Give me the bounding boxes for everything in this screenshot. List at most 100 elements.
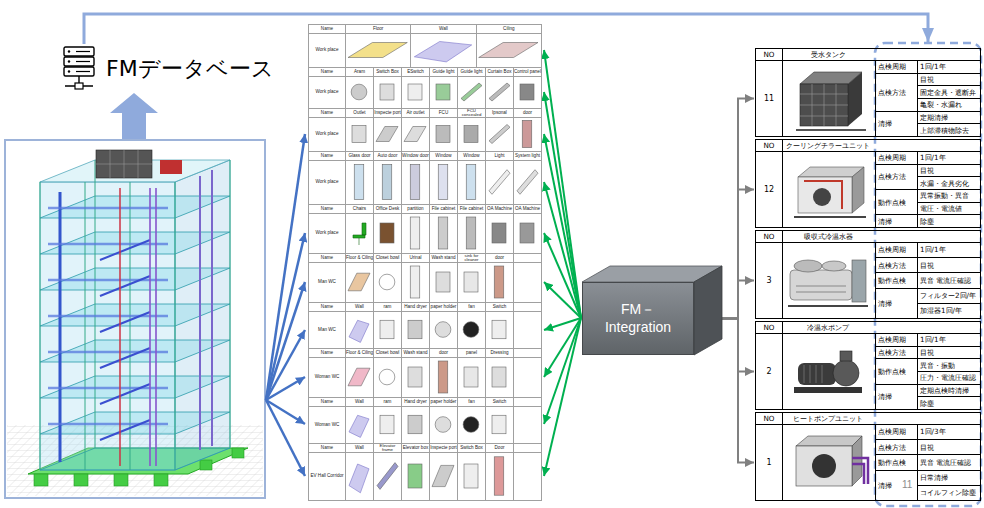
table-cell bbox=[513, 452, 542, 501]
water-tank-picture bbox=[848, 72, 862, 126]
upload-arrow bbox=[110, 93, 158, 140]
item-number: 1 bbox=[766, 459, 771, 467]
table-cell bbox=[373, 213, 402, 254]
object-name: fan bbox=[468, 400, 474, 405]
object-thumbnail bbox=[352, 126, 366, 143]
object-thumbnail bbox=[489, 83, 510, 101]
building-model bbox=[232, 448, 244, 458]
object-name: Window door bbox=[402, 154, 429, 159]
object-name: Door bbox=[495, 446, 505, 451]
library-link-arrow bbox=[544, 134, 581, 318]
inspection-value: 水漏・金具劣化 bbox=[920, 180, 969, 187]
object-thumbnail bbox=[408, 367, 422, 387]
row-header: Name bbox=[321, 111, 333, 116]
object-thumbnail bbox=[464, 367, 478, 387]
library-link-arrow bbox=[544, 50, 581, 476]
library-link-arrow bbox=[544, 182, 581, 318]
inspection-key: 点検方法 bbox=[878, 262, 906, 269]
building-model bbox=[100, 240, 150, 440]
table-cell bbox=[513, 160, 542, 205]
number-cell: 11 bbox=[755, 60, 783, 137]
table-cell bbox=[513, 76, 542, 109]
table-cell bbox=[345, 262, 374, 303]
key-cell: 動作点検 bbox=[875, 189, 918, 215]
object-name: door bbox=[439, 351, 448, 356]
table-cell bbox=[401, 160, 430, 205]
table-cell bbox=[345, 311, 374, 349]
object-thumbnail bbox=[408, 415, 422, 434]
object-name: Curtain Box bbox=[487, 70, 511, 75]
table-cell bbox=[373, 76, 402, 109]
inspection-value: 目視 bbox=[920, 444, 934, 451]
object-thumbnail bbox=[522, 120, 532, 147]
object-name: Window bbox=[463, 154, 479, 159]
object-thumbnail bbox=[466, 217, 476, 249]
server-unit bbox=[64, 67, 94, 76]
object-name: FCU bbox=[439, 111, 448, 116]
building-model bbox=[154, 474, 168, 486]
object-name: Guide light bbox=[433, 70, 455, 75]
table-cell bbox=[485, 406, 514, 444]
inspection-key: 点検方法 bbox=[878, 349, 906, 356]
inspection-value: 異常振動・異音 bbox=[920, 192, 969, 199]
number-cell: 1 bbox=[755, 424, 783, 501]
value-cell: 目視 bbox=[917, 164, 981, 178]
object-name: Aram bbox=[354, 70, 365, 75]
key-cell: 点検周期 bbox=[875, 333, 918, 347]
inspection-value: 1回/3年 bbox=[920, 428, 946, 435]
object-name: Wash stand bbox=[403, 351, 427, 356]
equipment-name: 冷温水ポンプ bbox=[783, 324, 873, 331]
pump-picture bbox=[840, 351, 852, 361]
table-cell bbox=[373, 311, 402, 349]
server-unit bbox=[64, 47, 94, 56]
inspection-value: 目視 bbox=[920, 167, 934, 174]
value-cell: 目視 bbox=[917, 257, 981, 273]
chiller-picture bbox=[813, 188, 831, 206]
table-cell bbox=[457, 406, 486, 444]
value-cell: 圧力・電流圧確認 bbox=[917, 371, 981, 385]
inspection-value: 電圧・電流値 bbox=[920, 205, 962, 212]
value-cell: コイルフィン除塵 bbox=[917, 485, 981, 501]
key-cell: 清掃 bbox=[875, 288, 918, 319]
value-cell: 上部滞積物除去 bbox=[917, 123, 981, 137]
inspection-key: 点検周期 bbox=[878, 336, 906, 343]
object-thumbnail bbox=[382, 164, 392, 199]
value-cell: 日常清掃 bbox=[917, 470, 981, 486]
table-cell: Man WC bbox=[308, 262, 346, 303]
object-name: Floor & Ciling bbox=[346, 256, 373, 261]
integration-box: FM－ Integration bbox=[582, 282, 694, 355]
key-cell: 清掃 bbox=[875, 384, 918, 410]
inspection-value: 定期清掃 bbox=[920, 114, 948, 121]
number-cell: 2 bbox=[755, 333, 783, 410]
model-to-library-arrow bbox=[266, 400, 305, 476]
page-number-holder: 11 bbox=[902, 479, 912, 490]
building-model bbox=[74, 474, 88, 486]
object-thumbnail bbox=[463, 322, 479, 338]
picture-cell bbox=[782, 333, 876, 410]
table-cell bbox=[410, 33, 476, 68]
key-cell: 点検周期 bbox=[875, 60, 918, 74]
table-cell bbox=[373, 357, 402, 398]
table-cell bbox=[485, 452, 514, 501]
object-thumbnail bbox=[348, 368, 370, 386]
object-name: fan bbox=[468, 305, 474, 310]
upload-arrow bbox=[110, 93, 158, 140]
table-cell bbox=[513, 213, 542, 254]
object-name: Switch Box bbox=[460, 446, 483, 451]
object-name: Hand dryer bbox=[404, 305, 427, 310]
inspection-key: 点検方法 bbox=[878, 173, 906, 180]
table-cell: Work place bbox=[308, 117, 346, 152]
object-thumbnail bbox=[479, 43, 538, 58]
value-cell: 目視 bbox=[917, 346, 981, 360]
object-thumbnail bbox=[380, 223, 394, 243]
server-led bbox=[68, 60, 70, 62]
table-cell bbox=[485, 160, 514, 205]
column-header: NO bbox=[763, 142, 774, 149]
pump-picture bbox=[804, 365, 822, 383]
key-cell: 点検周期 bbox=[875, 424, 918, 440]
object-thumbnail bbox=[354, 164, 364, 199]
heat-pump-picture bbox=[796, 436, 862, 446]
object-name: Switch bbox=[493, 305, 507, 310]
server-stand bbox=[75, 83, 83, 89]
table-cell bbox=[345, 33, 411, 68]
